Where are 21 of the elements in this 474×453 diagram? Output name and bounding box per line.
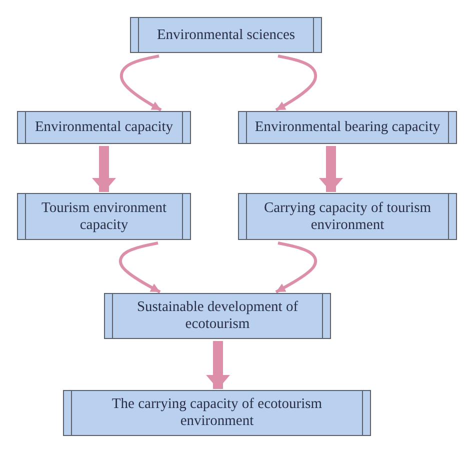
box-label: Sustainable development of ecotourism bbox=[136, 299, 300, 333]
box-label: Environmental sciences bbox=[156, 26, 296, 44]
curved-arrow bbox=[118, 242, 161, 294]
box-label: The carrying capacity of ecotourism environment bbox=[110, 396, 324, 430]
box-label: Carrying capacity of tourism environment bbox=[262, 200, 432, 234]
process-box bbox=[130, 17, 322, 53]
block-arrow bbox=[319, 146, 343, 192]
curved-arrow bbox=[275, 54, 318, 112]
box-label: Environmental capacity bbox=[34, 119, 174, 136]
curved-arrow bbox=[275, 242, 318, 294]
box-label: Environmental bearing capacity bbox=[254, 119, 440, 136]
process-box bbox=[17, 193, 191, 240]
process-box bbox=[238, 193, 457, 240]
process-box bbox=[238, 111, 457, 144]
box-label: Tourism environment capacity bbox=[40, 200, 168, 234]
block-arrow bbox=[206, 341, 230, 389]
block-arrow bbox=[92, 146, 116, 192]
process-box bbox=[63, 390, 371, 436]
curved-arrow bbox=[120, 54, 162, 112]
process-box bbox=[104, 293, 331, 339]
process-box bbox=[17, 111, 191, 144]
